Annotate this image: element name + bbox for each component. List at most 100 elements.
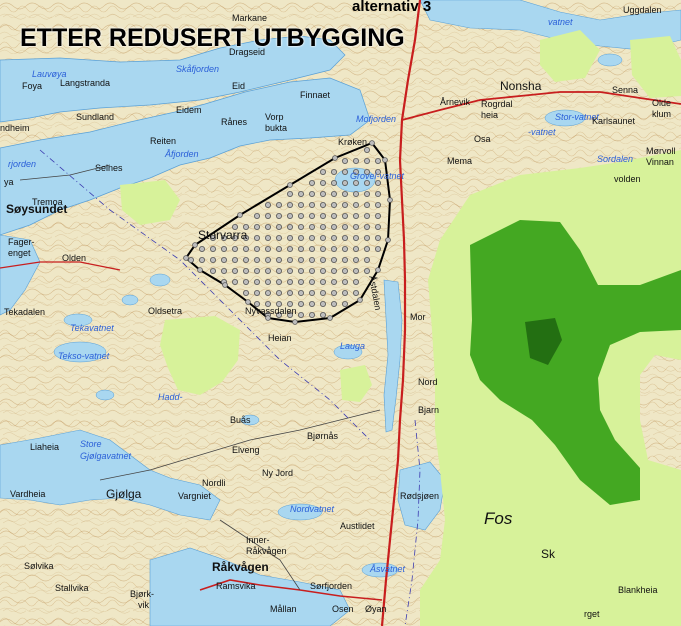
label-vinnan: Vinnan: [646, 157, 674, 167]
label-teksovatnet: Tekso-vatnet: [58, 351, 110, 361]
turbine-marker: [341, 201, 348, 208]
turbine-marker: [319, 223, 326, 230]
turbine-marker: [387, 197, 393, 203]
label-elveng: Elveng: [232, 445, 260, 455]
turbine-marker: [275, 267, 282, 274]
turbine-marker: [297, 190, 304, 197]
label-heia: heia: [481, 110, 499, 120]
turbine-marker: [363, 245, 370, 252]
turbine-marker: [352, 234, 359, 241]
label-tekavatnet: Tekavatnet: [70, 323, 114, 333]
turbine-marker: [363, 179, 370, 186]
label-klum: klum: [652, 109, 672, 119]
label-karlsaunet: Karlsaunet: [592, 116, 636, 126]
turbine-marker: [242, 223, 249, 230]
turbine-marker: [375, 267, 381, 273]
turbine-marker: [264, 256, 271, 263]
label-sundland: Sundland: [76, 112, 115, 122]
turbine-marker: [352, 179, 359, 186]
turbine-marker: [286, 201, 293, 208]
turbine-marker: [319, 212, 326, 219]
turbine-marker: [231, 267, 238, 274]
patch-west-3: [340, 365, 372, 402]
lake-asvatnet: [361, 562, 399, 578]
turbine-marker: [330, 201, 337, 208]
turbine-marker: [275, 212, 282, 219]
turbine-marker: [297, 256, 304, 263]
turbine-marker: [330, 223, 337, 230]
turbine-marker: [308, 190, 315, 197]
label-gjolga: Gjølga: [106, 487, 142, 501]
turbine-marker: [352, 256, 359, 263]
turbine-marker: [319, 201, 326, 208]
turbine-marker: [242, 278, 249, 285]
turbine-marker: [198, 245, 205, 252]
label-foya: Foya: [22, 81, 43, 91]
boundary-line-1: [39, 149, 371, 441]
turbine-marker: [275, 311, 282, 318]
label-dragseid: Dragseid: [229, 47, 266, 57]
turbine-marker: [264, 278, 271, 285]
turbine-marker: [330, 300, 337, 307]
turbine-marker: [308, 201, 315, 208]
label-groveivatnet: Grovel-vatnet: [350, 171, 405, 181]
road-east-branch: [401, 91, 681, 121]
turbine-marker: [275, 300, 282, 307]
label-osen: Osen: [332, 604, 354, 614]
turbine-marker: [286, 190, 293, 197]
label-tremo: Tremoa: [32, 197, 63, 207]
zone-mid: [470, 220, 681, 505]
turbine-marker: [297, 245, 304, 252]
turbine-marker: [319, 267, 326, 274]
turbine-marker: [308, 179, 315, 186]
turbine-marker: [374, 212, 381, 219]
water-west: [0, 234, 41, 316]
turbine-marker: [209, 267, 216, 274]
turbine-marker: [330, 212, 337, 219]
turbine-marker: [341, 190, 348, 197]
turbine-marker: [297, 223, 304, 230]
turbine-marker: [374, 190, 381, 197]
label-nord: Nord: [418, 377, 438, 387]
turbine-marker: [374, 245, 381, 252]
lake-tekso: [53, 341, 107, 363]
turbine-marker: [330, 289, 337, 296]
label-morvoll: Mørvoll: [646, 146, 676, 156]
road-minor-1: [99, 409, 381, 481]
turbine-marker: [222, 282, 228, 288]
patch-west-1: [120, 180, 180, 225]
label-buas: Buås: [230, 415, 251, 425]
turbine-marker: [242, 245, 249, 252]
label-austlidet: Austlidet: [340, 521, 375, 531]
turbine-marker: [286, 289, 293, 296]
turbine-marker: [308, 234, 315, 241]
turbine-marker: [352, 212, 359, 219]
label-solvika: Sølvika: [24, 561, 54, 571]
turbine-marker: [319, 168, 326, 175]
label-liaheia: Liaheia: [30, 442, 60, 452]
turbine-marker: [308, 256, 315, 263]
label-osa: Osa: [474, 134, 491, 144]
turbine-marker: [275, 245, 282, 252]
turbine-marker: [209, 245, 216, 252]
label-eidem: Eidem: [176, 105, 202, 115]
turbine-marker: [363, 267, 370, 274]
turbine-marker: [183, 255, 189, 261]
boundary-line-2: [404, 419, 421, 626]
turbine-marker: [253, 245, 260, 252]
label-bjork: Bjørk-: [130, 589, 154, 599]
label-nyjord: Ny Jord: [262, 468, 294, 478]
turbine-marker: [319, 256, 326, 263]
turbine-marker: [265, 315, 271, 321]
turbine-marker: [231, 278, 238, 285]
label-bukta: bukta: [265, 123, 288, 133]
label-fager: Fager-: [8, 237, 35, 247]
lake-storvatnet-n: [544, 109, 586, 127]
turbine-marker: [341, 278, 348, 285]
label-haddal: Hadd-: [158, 392, 183, 402]
label-vorp: Vorp: [265, 112, 284, 122]
label-vik: vik: [138, 600, 149, 610]
label-eid: Eid: [232, 81, 246, 91]
